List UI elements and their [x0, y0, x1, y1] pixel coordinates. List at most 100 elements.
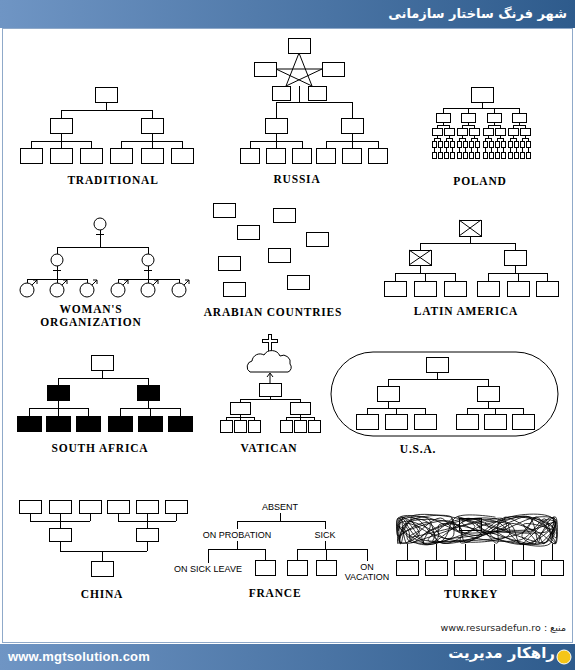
org-line [147, 521, 148, 528]
org-box [454, 560, 476, 575]
panel-caption: LATIN AMERICA [391, 305, 541, 318]
org-line [29, 408, 30, 416]
male-symbol-arrow [153, 280, 158, 285]
vatican-chart [220, 334, 320, 432]
org-box [459, 220, 481, 236]
org-box [19, 500, 41, 513]
female-symbol-bar [53, 270, 61, 271]
org-line [148, 400, 149, 408]
org-box [484, 414, 506, 429]
org-line [515, 265, 516, 273]
node-text: ON SICK LEAVE [174, 564, 242, 574]
org-line [523, 544, 524, 560]
org-box [377, 386, 399, 401]
org-box [414, 281, 436, 296]
org-line [470, 236, 471, 243]
org-line [388, 379, 389, 386]
org-line [118, 279, 119, 283]
male-symbol [20, 283, 34, 297]
org-line [485, 147, 486, 152]
org-box [414, 414, 436, 429]
org-box [514, 152, 518, 158]
org-line [488, 273, 489, 281]
org-line [61, 133, 62, 141]
org-box [444, 141, 448, 147]
org-box [308, 420, 320, 432]
male-symbol-arrow [62, 280, 67, 285]
female-symbol-bar [144, 270, 152, 271]
x-mark [409, 250, 431, 265]
connector-line [280, 513, 325, 529]
org-box [489, 141, 493, 147]
org-box [444, 128, 454, 135]
turkey-chart [396, 514, 563, 575]
female-symbol [142, 254, 154, 266]
org-line [276, 141, 277, 148]
org-box [483, 128, 493, 135]
org-box [432, 152, 436, 158]
male-symbol [172, 283, 186, 297]
org-line [179, 279, 180, 283]
org-box [456, 414, 478, 429]
org-line [61, 141, 62, 148]
org-line [465, 147, 466, 152]
org-line [118, 513, 119, 521]
panel-caption: FRANCE [235, 587, 315, 600]
panel-caption: RUSSIA [247, 173, 347, 186]
male-symbol-arrow [124, 280, 128, 284]
org-line [88, 408, 89, 416]
org-box [520, 152, 524, 158]
org-box [356, 414, 378, 429]
connector-line [237, 513, 280, 529]
org-box [248, 420, 260, 432]
male-symbol-arrow [92, 280, 97, 285]
org-line [459, 138, 465, 139]
org-box [141, 118, 163, 133]
org-box [495, 152, 499, 158]
org-line [367, 408, 368, 414]
org-line [31, 141, 32, 148]
scribble [397, 514, 558, 546]
org-line [182, 141, 183, 148]
org-line [352, 102, 353, 118]
org-line [462, 125, 474, 126]
org-line [420, 265, 421, 273]
org-line [352, 141, 353, 148]
org-box [50, 148, 72, 163]
page-frame [3, 29, 573, 643]
org-box [79, 500, 101, 513]
org-box [280, 420, 292, 432]
org-line [519, 108, 520, 113]
org-box [526, 141, 530, 147]
org-line [491, 147, 492, 152]
x-mark [459, 220, 481, 236]
org-box [234, 420, 246, 432]
x-mark [409, 250, 431, 265]
org-box [489, 152, 493, 158]
org-box [514, 141, 518, 147]
org-line [152, 133, 153, 141]
org-box [168, 416, 192, 431]
male-symbol-arrow [32, 280, 37, 285]
org-line [120, 408, 121, 416]
arrow-line [270, 374, 271, 383]
org-box [508, 128, 518, 135]
org-line [471, 138, 477, 139]
org-line [388, 401, 389, 408]
org-box [475, 141, 479, 147]
org-box [450, 141, 454, 147]
org-line [102, 370, 103, 378]
org-line [60, 541, 61, 551]
male-symbol [141, 283, 155, 297]
org-line [522, 147, 523, 152]
org-line [443, 108, 444, 113]
org-box [463, 152, 467, 158]
org-box [477, 386, 499, 401]
org-line [388, 379, 488, 380]
org-box [483, 141, 487, 147]
org-box [91, 355, 113, 370]
org-line [455, 273, 456, 281]
org-line [497, 147, 498, 152]
org-box [230, 402, 250, 414]
org-line [420, 243, 515, 244]
